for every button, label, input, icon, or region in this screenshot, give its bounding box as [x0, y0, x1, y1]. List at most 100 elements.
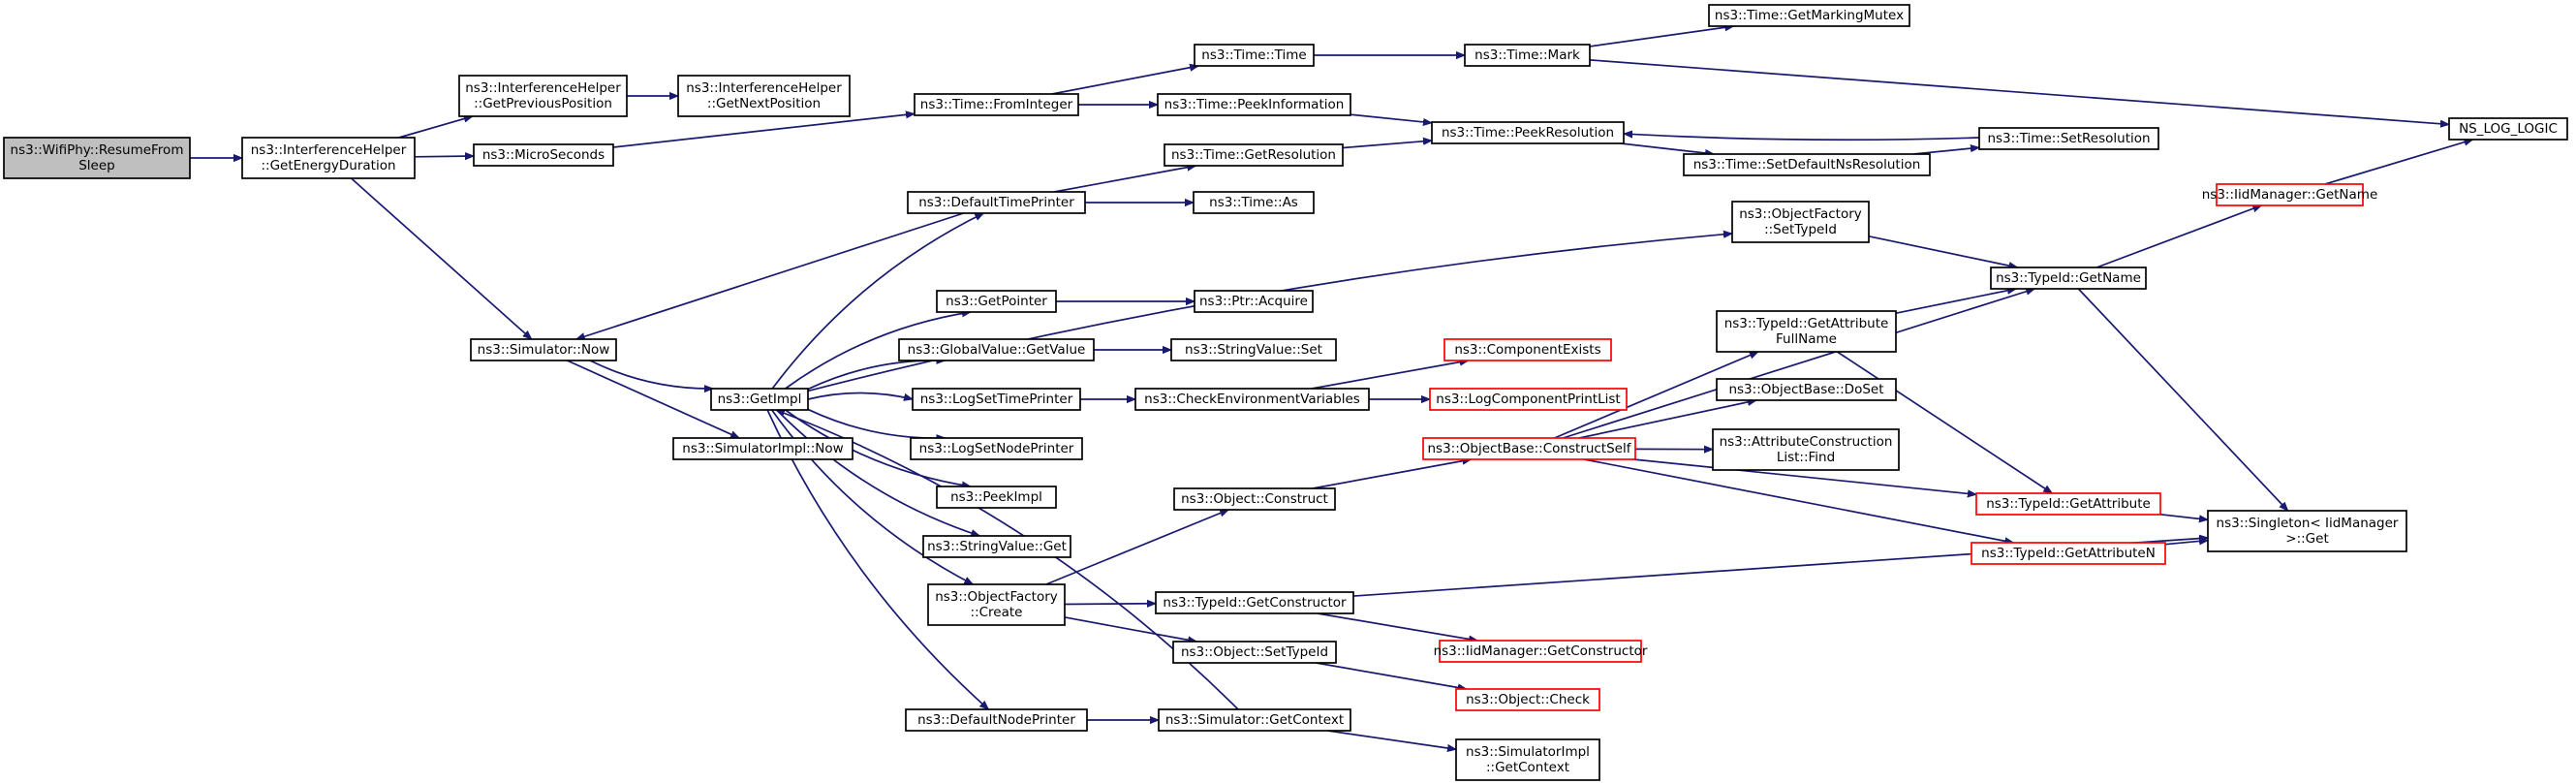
node-typeIdGetName[interactable]: ns3::TypeId::GetName: [1990, 267, 2147, 290]
node-setRes[interactable]: ns3::Time::SetResolution: [1978, 127, 2159, 150]
node-getNext[interactable]: ns3::InterferenceHelper::GetNextPosition: [677, 75, 851, 117]
node-label: ns3::TypeId::GetConstructor: [1163, 595, 1347, 611]
node-label: ns3::Simulator::GetContext: [1165, 712, 1344, 728]
node-label: ns3::TypeId::GetAttribute: [1986, 496, 2151, 512]
edge-tidGetAttrFull-to-tidGetAttr: [1836, 351, 2052, 494]
node-iidGetCons[interactable]: ns3::IidManager::GetConstructor: [1434, 640, 1648, 663]
node-box: [1134, 388, 1370, 411]
node-mark[interactable]: ns3::Time::Mark: [1464, 44, 1591, 67]
node-svSet[interactable]: ns3::StringValue::Set: [1170, 338, 1337, 361]
node-mutex[interactable]: ns3::Time::GetMarkingMutex: [1708, 4, 1910, 27]
node-label: ns3::Object::Check: [1466, 692, 1590, 707]
node-svGet[interactable]: ns3::StringValue::Get: [922, 535, 1071, 558]
node-ptrAcquire[interactable]: ns3::Ptr::Acquire: [1194, 290, 1314, 313]
node-getEnergy[interactable]: ns3::InterferenceHelper::GetEnergyDurati…: [241, 137, 416, 179]
node-label: List::Find: [1777, 450, 1835, 465]
node-label: ns3::TypeId::GetName: [1996, 270, 2141, 286]
node-peekImpl[interactable]: ns3::PeekImpl: [936, 486, 1057, 509]
node-box: [1455, 688, 1600, 711]
edge-getImpl-to-logSetTime: [807, 392, 913, 399]
node-ofCreate[interactable]: ns3::ObjectFactory::Create: [927, 583, 1066, 626]
node-objCheck[interactable]: ns3::Object::Check: [1455, 688, 1600, 711]
node-timeAs[interactable]: ns3::Time::As: [1193, 191, 1315, 214]
node-micro[interactable]: ns3::MicroSeconds: [473, 143, 614, 167]
node-singletonGet[interactable]: ns3::Singleton< IidManager>::Get: [2207, 510, 2407, 552]
node-label: ns3::LogSetNodePrinter: [919, 441, 1074, 456]
node-label: ns3::TypeId::GetAttributeN: [1981, 546, 2156, 561]
node-simNow[interactable]: ns3::Simulator::Now: [470, 338, 617, 361]
node-logCompPrint[interactable]: ns3::LogComponentPrintList: [1429, 388, 1628, 411]
node-logSetNode[interactable]: ns3::LogSetNodePrinter: [910, 437, 1083, 460]
node-nslog[interactable]: NS_LOG_LOGIC: [2448, 117, 2568, 141]
edge-simNow-to-getImpl: [589, 360, 713, 389]
node-peekRes[interactable]: ns3::Time::PeekResolution: [1431, 121, 1625, 144]
edge-setRes-to-peekRes: [1624, 134, 1980, 141]
node-fromInt[interactable]: ns3::Time::FromInteger: [914, 93, 1079, 116]
edge-tidGetAttrFull-to-typeIdGetName: [1895, 289, 2016, 315]
node-getPointer[interactable]: ns3::GetPointer: [936, 290, 1057, 313]
node-tidGetCons[interactable]: ns3::TypeId::GetConstructor: [1155, 591, 1354, 614]
node-getResol[interactable]: ns3::Time::GetResolution: [1164, 143, 1344, 167]
node-box: [1716, 378, 1897, 401]
node-simImplGetCtx[interactable]: ns3::SimulatorImpl::GetContext: [1455, 738, 1600, 781]
node-iidGetName[interactable]: ns3::IidManager::GetName: [2202, 183, 2378, 206]
node-peekInfo[interactable]: ns3::Time::PeekInformation: [1157, 93, 1351, 116]
node-box: [241, 137, 416, 179]
node-gvGetValue[interactable]: ns3::GlobalValue::GetValue: [898, 338, 1095, 361]
node-label: ns3::DefaultNodePrinter: [917, 712, 1075, 728]
node-box: [1990, 267, 2147, 290]
node-setDefNs[interactable]: ns3::Time::SetDefaultNsResolution: [1683, 153, 1931, 176]
node-box: [922, 535, 1071, 558]
node-defNodePr[interactable]: ns3::DefaultNodePrinter: [905, 708, 1088, 732]
node-checkEnv[interactable]: ns3::CheckEnvironmentVariables: [1134, 388, 1370, 411]
node-box: [910, 437, 1083, 460]
node-getPrev[interactable]: ns3::InterferenceHelper::GetPreviousPosi…: [458, 75, 628, 117]
node-compExists[interactable]: ns3::ComponentExists: [1443, 338, 1612, 361]
node-box: [1464, 44, 1591, 67]
node-box: [1170, 338, 1337, 361]
node-label: ns3::Time::PeekInformation: [1164, 97, 1345, 112]
node-box: [710, 388, 809, 411]
node-box: [1194, 44, 1315, 67]
node-box: [3, 137, 191, 179]
node-label: ns3::Time::As: [1209, 195, 1298, 210]
node-box: [1431, 121, 1625, 144]
node-label: ns3::StringValue::Get: [927, 539, 1067, 554]
edge-objSetTypeId-to-objCheck: [1316, 662, 1466, 689]
node-simGetCtx[interactable]: ns3::Simulator::GetContext: [1158, 708, 1351, 732]
node-timeTime[interactable]: ns3::Time::Time: [1194, 44, 1315, 67]
node-box: [1193, 191, 1315, 214]
edge-layer: [190, 26, 2473, 749]
node-box: [1422, 437, 1636, 460]
node-obConstructSelf[interactable]: ns3::ObjectBase::ConstructSelf: [1422, 437, 1636, 460]
node-getImpl[interactable]: ns3::GetImpl: [710, 388, 809, 411]
node-label: ns3::WifiPhy::ResumeFrom: [11, 142, 184, 158]
edge-getImpl-to-svGet: [776, 409, 980, 536]
node-objSetTypeId[interactable]: ns3::Object::SetTypeId: [1172, 641, 1337, 664]
node-label: ::GetContext: [1486, 760, 1569, 775]
edge-getImpl-to-getPointer: [785, 312, 971, 390]
node-obDoSet[interactable]: ns3::ObjectBase::DoSet: [1716, 378, 1897, 401]
node-label: ns3::ComponentExists: [1454, 342, 1600, 358]
node-tidGetAttr[interactable]: ns3::TypeId::GetAttribute: [1975, 492, 2161, 516]
edge-getImpl-to-defTimePr: [771, 212, 983, 390]
node-defTimePr[interactable]: ns3::DefaultTimePrinter: [907, 191, 1086, 214]
node-ofSetTypeId[interactable]: ns3::ObjectFactory::SetTypeId: [1731, 201, 1870, 243]
node-objConstruct[interactable]: ns3::Object::Construct: [1173, 487, 1336, 511]
edge-typeIdGetName-to-singletonGet: [2077, 288, 2287, 511]
node-label: FullName: [1776, 331, 1837, 347]
node-box: [936, 486, 1057, 509]
edge-defTimePr-to-simNow: [576, 212, 964, 339]
node-tidGetAttrN[interactable]: ns3::TypeId::GetAttributeN: [1971, 542, 2166, 565]
edge-getEnergy-to-getPrev: [398, 116, 473, 139]
node-box: [1978, 127, 2159, 150]
node-logSetTime[interactable]: ns3::LogSetTimePrinter: [912, 388, 1081, 411]
edge-simNow-to-simImplNow: [567, 360, 739, 439]
node-simImplNow[interactable]: ns3::SimulatorImpl::Now: [672, 437, 853, 460]
edge-typeIdGetName-to-iidGetName: [2095, 204, 2261, 268]
node-box: [936, 290, 1057, 313]
